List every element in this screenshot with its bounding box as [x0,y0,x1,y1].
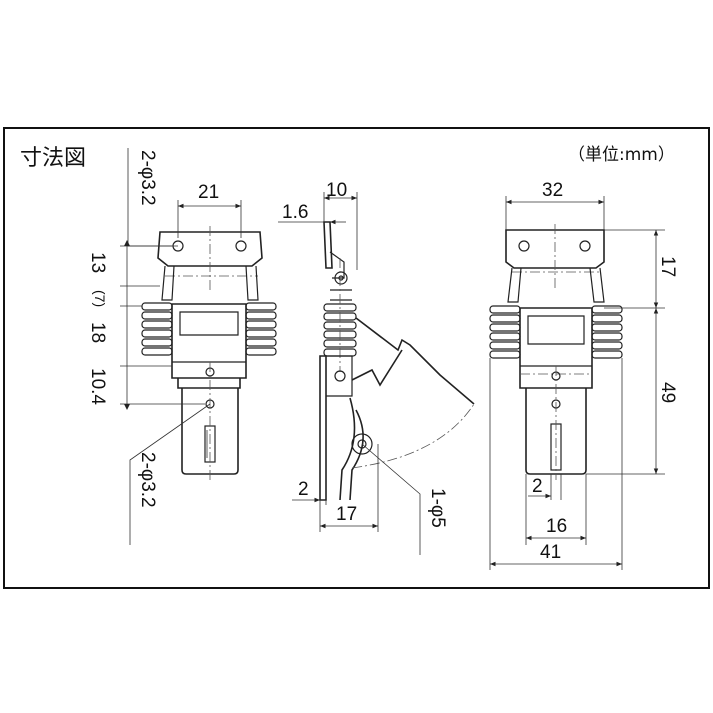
unit-label: （単位:mm） [568,145,675,165]
side-view: 10 1.6 2 17 1-φ5 [278,180,475,555]
side-hole-label: 1-φ5 [427,488,448,528]
side-dim-2: 2 [298,479,309,500]
right-dim-2: 2 [532,476,543,497]
front-dim-18: 18 [87,322,108,343]
right-dim-41: 41 [540,542,561,563]
right-dim-17: 17 [657,256,678,277]
drawing-title: 寸法図 [20,146,86,171]
front-dim-13: 13 [87,252,108,273]
right-dim-49: 49 [657,382,678,403]
drawing-border [3,127,710,589]
front-dim-21: 21 [198,182,219,203]
right-dim-32: 32 [542,180,563,201]
front-view: 21 2-φ3.2 13 (7) 18 10.4 2-φ3.2 [87,148,277,545]
side-dim-17: 17 [336,504,357,525]
front-dim-7: (7) [92,290,108,307]
right-view: 32 17 49 2 16 41 [489,180,678,570]
right-dim-16: 16 [546,516,567,537]
right-right-spring [591,305,623,359]
front-dim-10-4: 10.4 [87,368,108,405]
front-hole-top-label: 2-φ3.2 [137,150,158,206]
right-left-spring [489,305,521,359]
front-left-spring [141,302,173,356]
side-dim-10: 10 [326,180,347,201]
side-dim-1-6: 1.6 [282,202,308,223]
front-hole-bottom-label: 2-φ3.2 [137,452,158,508]
front-right-spring [245,302,277,356]
